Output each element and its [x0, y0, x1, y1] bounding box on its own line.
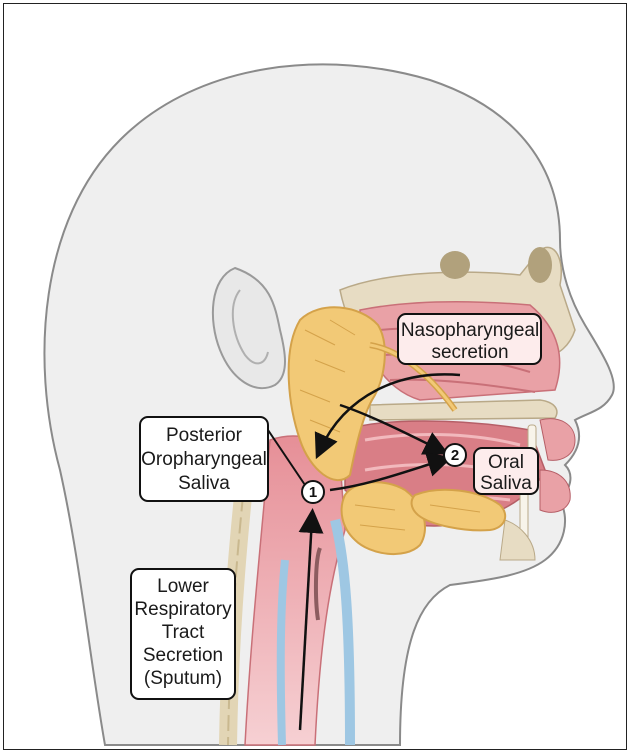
svg-text:1: 1 — [309, 484, 317, 501]
svg-text:Tract: Tract — [162, 622, 205, 643]
svg-text:Respiratory: Respiratory — [134, 599, 232, 620]
svg-text:(Sputum): (Sputum) — [144, 668, 222, 689]
svg-text:Posterior: Posterior — [166, 425, 243, 446]
svg-text:Secretion: Secretion — [143, 645, 223, 666]
label-posterior: Posterior Oropharyngeal Saliva — [140, 417, 268, 501]
label-oral: Oral Saliva — [474, 448, 538, 494]
svg-text:secretion: secretion — [431, 342, 508, 363]
svg-text:Saliva: Saliva — [178, 473, 230, 494]
svg-text:Saliva: Saliva — [480, 473, 532, 494]
svg-text:Nasopharyngeal: Nasopharyngeal — [401, 320, 539, 341]
svg-text:2: 2 — [451, 447, 459, 464]
marker-2: 2 — [444, 444, 466, 466]
svg-text:Lower: Lower — [157, 576, 209, 597]
label-lower-respiratory: Lower Respiratory Tract Secretion (Sputu… — [131, 569, 235, 699]
label-nasopharyngeal: Nasopharyngeal secretion — [398, 314, 541, 364]
svg-text:Oral: Oral — [488, 452, 524, 473]
svg-text:Oropharyngeal: Oropharyngeal — [141, 449, 267, 470]
marker-1: 1 — [302, 481, 324, 503]
